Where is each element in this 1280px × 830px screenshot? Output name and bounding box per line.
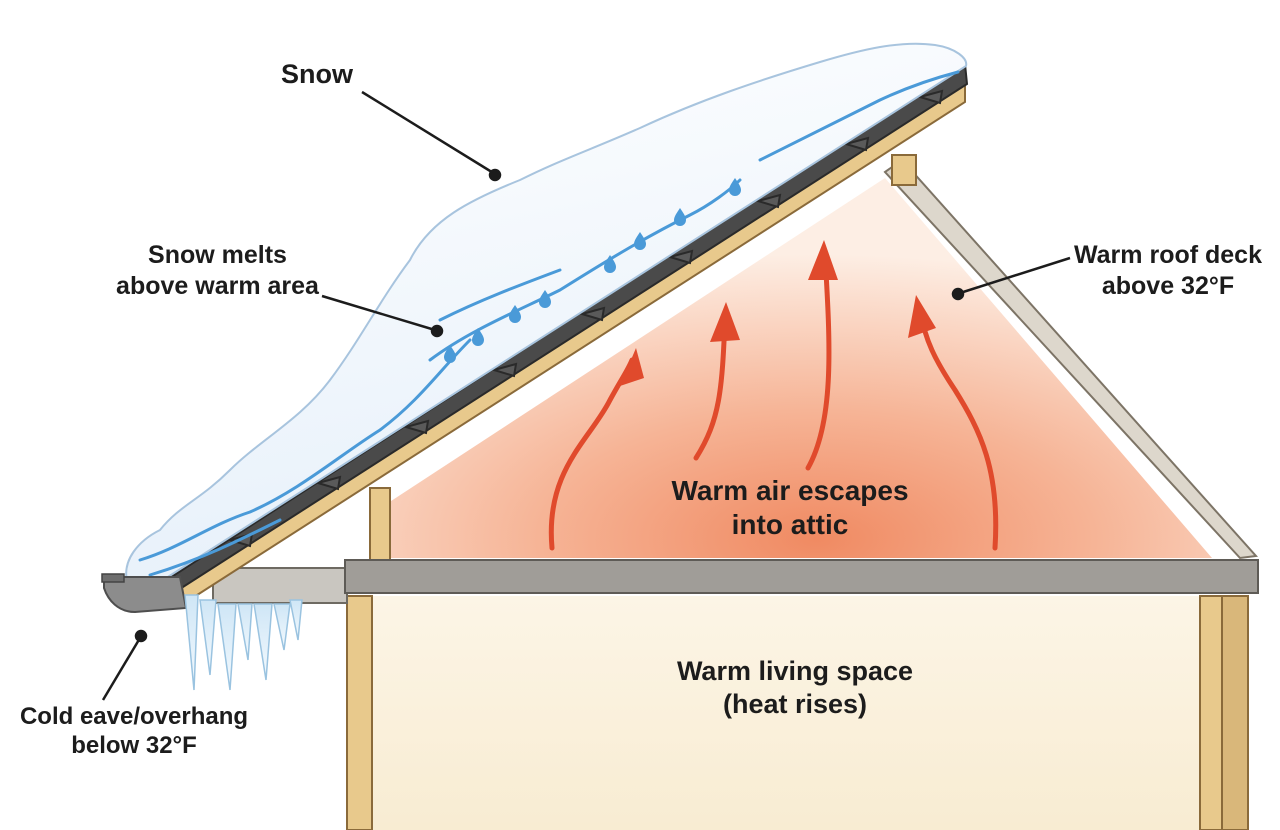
ridge-post <box>891 154 917 186</box>
label-cold-eave: Cold eave/overhang below 32°F <box>0 702 268 761</box>
left-knee-wall-stud <box>369 487 391 561</box>
left-wall-stud <box>346 595 373 830</box>
label-snow-melts-line-2: above warm area <box>116 271 319 300</box>
arrowhead-4 <box>908 295 936 338</box>
leader-snow <box>361 90 496 176</box>
label-warm-air-line-1: Warm air escapes <box>671 475 909 506</box>
leader-lines <box>101 90 1071 701</box>
gutter <box>103 576 188 614</box>
leader-snow-melts <box>321 294 436 332</box>
label-warm-roof-deck-line-2: above 32°F <box>1101 271 1235 300</box>
warm-air-arrow-2 <box>693 317 728 461</box>
attic-space <box>388 178 1212 558</box>
label-cold-eave-line-1: Cold eave/overhang <box>19 703 249 730</box>
label-warm-air-line-2: into attic <box>731 509 849 541</box>
right-wall-stud-outer <box>1221 595 1249 830</box>
leader-cold-eave <box>101 637 142 701</box>
icicles <box>184 594 303 691</box>
snow-layer <box>125 42 968 594</box>
label-living-space-line-1: Warm living space <box>676 656 914 686</box>
label-snow-text: Snow <box>281 59 353 89</box>
leader-warm-roof-deck <box>959 256 1071 295</box>
arrowhead-1 <box>620 348 644 386</box>
water-droplets <box>444 178 741 363</box>
warm-air-arrow-4 <box>917 307 999 551</box>
label-snow-melts: Snow melts above warm area <box>100 240 335 301</box>
living-space <box>372 596 1200 830</box>
meltwater-streams <box>138 70 960 577</box>
arrowhead-3 <box>808 240 838 280</box>
right-wall-stud <box>1199 595 1223 830</box>
arrowhead-2 <box>710 302 740 342</box>
label-snow-melts-line-1: Snow melts <box>148 241 287 269</box>
label-living-space: Warm living space (heat rises) <box>640 655 950 721</box>
warm-air-arrow-3 <box>805 252 832 471</box>
label-warm-roof-deck: Warm roof deck above 32°F <box>1058 240 1278 301</box>
ceiling-joist <box>344 559 1259 594</box>
label-warm-air: Warm air escapes into attic <box>630 474 950 542</box>
shingle-steps <box>226 89 944 548</box>
label-warm-roof-deck-line-1: Warm roof deck <box>1073 241 1262 269</box>
gutter-lip <box>101 573 125 583</box>
eave-overhang-beam <box>212 567 348 604</box>
label-cold-eave-line-2: below 32°F <box>71 732 197 760</box>
warm-air-arrowheads <box>620 240 936 386</box>
label-snow: Snow <box>252 58 382 91</box>
label-living-space-line-2: (heat rises) <box>722 688 868 719</box>
